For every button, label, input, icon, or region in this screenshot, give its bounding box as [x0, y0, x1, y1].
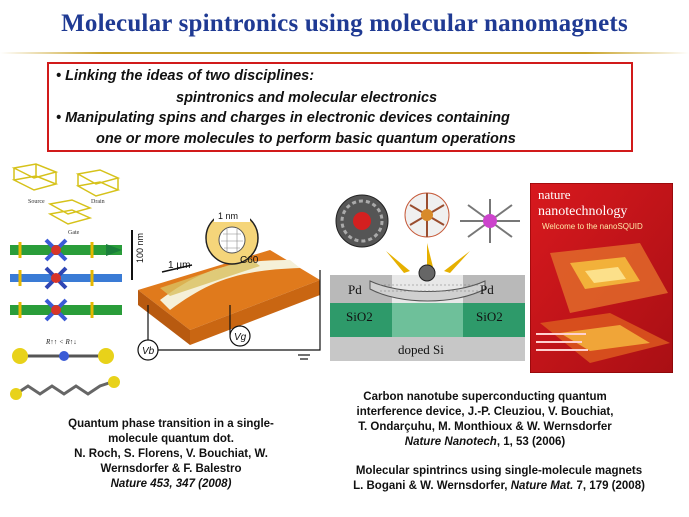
scale-100nm-label: 100 nm — [135, 233, 145, 263]
caption-mid-citation: , 1, 53 (2006) — [496, 436, 566, 448]
caption-single-molecule-magnets: Molecular spintrincs using single-molecu… — [318, 464, 680, 494]
bullet-1-line-1: • Linking the ideas of two disciplines: — [56, 68, 315, 84]
caption-mid-line2: interference device, J.-P. Cleuziou, V. … — [356, 406, 614, 418]
cover-journal-line2: nanotechnology — [538, 204, 627, 219]
bullet-1-line-2: spintronics and molecular electronics — [176, 90, 438, 106]
caption-mid-journal: Nature Nanotech — [404, 436, 497, 448]
caption-right-line1: Molecular spintrincs using single-molecu… — [355, 465, 643, 477]
caption-left-line5: Nature 453, 347 (2008) — [110, 478, 232, 490]
source-label: Source — [28, 199, 45, 205]
spin-valve-balls — [12, 348, 114, 364]
caption-quantum-phase: Quantum phase transition in a single- mo… — [44, 417, 298, 492]
gate-label: Gate — [68, 230, 80, 236]
cover-journal-line1: nature — [538, 187, 571, 202]
spin-device-row-2 — [10, 266, 122, 290]
cluster-molecule — [404, 192, 450, 238]
caption-mid-line4: Nature Nanotech, 1, 53 (2006) — [334, 435, 636, 450]
caption-right-citation: 7, 179 (2008) — [573, 480, 645, 492]
nanotube-squid-figure: Pd Pd SiO2 SiO2 doped Si — [330, 192, 525, 361]
molecular-chain — [10, 376, 120, 400]
scale-1nm-label: 1 nm — [218, 211, 238, 221]
caption-right-journal: Nature Mat. — [510, 480, 574, 492]
quantum-dot-device-figure: 100 nm 1 nm C60 1 µm Vb Vg — [131, 210, 321, 361]
caption-left-line4: Wernsdorfer & F. Balestro — [100, 463, 242, 475]
caption-left-line1: Quantum phase transition in a single- — [68, 418, 274, 430]
drain-label: Drain — [91, 199, 105, 205]
molecule-structures-figure: Source Drain Gate R↑↑ < R↑↓ — [10, 163, 122, 400]
journal-cover-figure: nature nanotechnology Welcome to the nan… — [530, 183, 673, 373]
bullet-2-line-2: one or more molecules to perform basic q… — [96, 131, 516, 147]
spin-device-row-3 — [10, 298, 122, 322]
title-underline — [0, 52, 689, 54]
c60-label: C60 — [240, 255, 259, 266]
caption-nanotube-squid: Carbon nanotube superconducting quantum … — [334, 390, 636, 450]
caption-mid-line3: T. Ondarçuhu, M. Monthioux & W. Wernsdor… — [358, 421, 612, 433]
cover-title: Welcome to the nanoSQUID — [542, 222, 643, 231]
caption-mid-line1: Carbon nanotube superconducting quantum — [363, 391, 607, 403]
porphyrin-molecule — [460, 199, 520, 243]
sio2-left-label: SiO2 — [346, 309, 373, 324]
fullerene-molecule — [335, 194, 389, 248]
spin-device-row-1 — [10, 238, 122, 262]
caption-left-line3: N. Roch, S. Florens, V. Bouchiat, W. — [74, 448, 268, 460]
bullet-2-line-1: • Manipulating spins and charges in elec… — [56, 110, 510, 126]
pd-left-label: Pd — [348, 282, 362, 297]
vb-label: Vb — [142, 346, 155, 357]
slide-title: Molecular spintronics using molecular na… — [61, 10, 628, 37]
resistance-relation: R↑↑ < R↑↓ — [45, 338, 77, 346]
scale-1um-label: 1 µm — [168, 260, 190, 271]
sio2-right-label: SiO2 — [476, 309, 503, 324]
caption-right-line2: L. Bogani & W. Wernsdorfer, Nature Mat. … — [318, 479, 680, 494]
doped-si-label: doped Si — [398, 342, 444, 357]
vg-label: Vg — [234, 332, 247, 343]
source-drain-lattice — [11, 163, 121, 225]
caption-left-line2: molecule quantum dot. — [108, 433, 234, 445]
pd-right-label: Pd — [480, 282, 494, 297]
caption-right-authors: L. Bogani & W. Wernsdorfer, — [353, 480, 511, 492]
bullet-box — [47, 62, 633, 152]
